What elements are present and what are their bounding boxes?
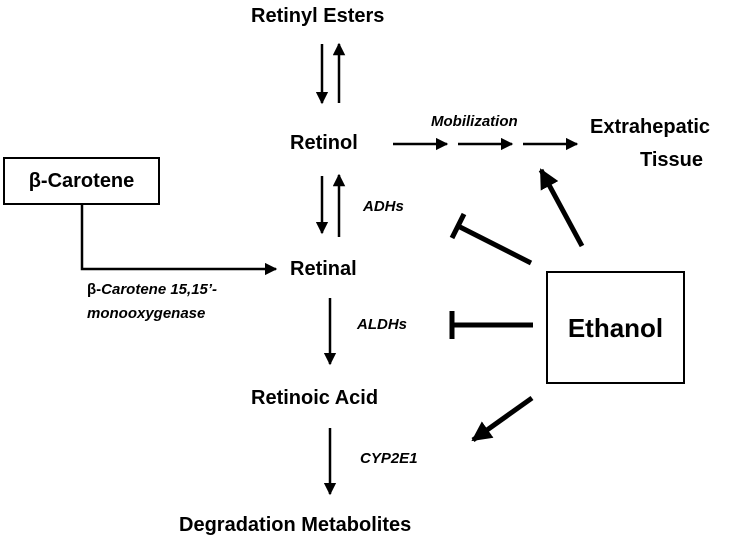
node-ethanol-box: Ethanol <box>546 271 685 384</box>
node-degradation-metabolites: Degradation Metabolites <box>179 514 412 536</box>
node-retinoic-acid: Retinoic Acid <box>251 387 379 409</box>
label-monooxygenase-beta: β- <box>87 281 102 298</box>
arrow-ethanol-to-cyp2e1 <box>471 395 534 443</box>
label-mobilization: Mobilization <box>431 113 518 130</box>
node-retinol: Retinol <box>290 132 358 154</box>
label-monooxygenase-line2: monooxygenase <box>87 305 206 322</box>
label-monooxygenase-carotene: Carotene 15,15’- <box>101 281 218 298</box>
inhibit-bar-adhs <box>449 212 467 240</box>
node-beta-carotene-box: β-Carotene <box>3 157 160 205</box>
node-extrahepatic-tissue-line2: Tissue <box>640 149 703 171</box>
node-retinal: Retinal <box>290 258 357 280</box>
label-monooxygenase-line1: β-Carotene 15,15’- <box>87 282 217 297</box>
label-adhs: ADHs <box>363 198 404 215</box>
node-ethanol: Ethanol <box>567 312 664 343</box>
arrow-carotene-to-retinal <box>80 203 278 276</box>
label-aldhs: ALDHs <box>357 316 408 333</box>
node-retinyl-esters: Retinyl Esters <box>251 5 385 27</box>
label-cyp2e1: CYP2E1 <box>360 450 418 467</box>
node-extrahepatic-tissue-line1: Extrahepatic <box>590 116 711 138</box>
node-beta-carotene: β-Carotene <box>28 170 135 192</box>
arrow-ethanol-to-extrahepatic <box>538 168 585 248</box>
inhibit-ethanol-adhs <box>456 223 533 266</box>
